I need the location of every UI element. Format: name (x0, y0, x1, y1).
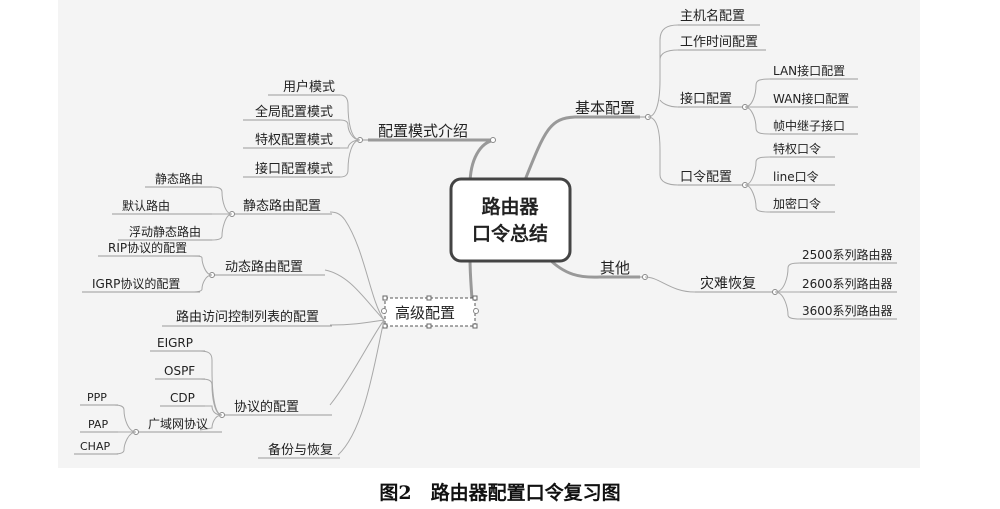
node-privileged-password[interactable]: 特权口令 (770, 141, 835, 158)
svg-text:广域网协议: 广域网协议 (148, 416, 208, 431)
node-hostname[interactable]: 主机名配置 (678, 8, 760, 26)
svg-text:接口配置: 接口配置 (680, 91, 732, 107)
node-privileged-mode[interactable]: 特权配置模式 (243, 132, 340, 149)
svg-text:配置模式介绍: 配置模式介绍 (378, 122, 468, 140)
svg-text:工作时间配置: 工作时间配置 (680, 35, 758, 50)
node-encrypt-password[interactable]: 加密口令 (770, 196, 835, 213)
node-disaster-recovery[interactable]: 灾难恢复 (695, 275, 778, 295)
node-3600-series[interactable]: 3600系列路由器 (800, 303, 897, 320)
node-static-route[interactable]: 静态路由 (145, 171, 212, 188)
figure-caption: 图2 路由器配置口令复习图 (379, 482, 621, 504)
svg-text:路由访问控制列表的配置: 路由访问控制列表的配置 (176, 309, 319, 325)
node-dynamic-route-config[interactable]: 动态路由配置 (209, 259, 326, 278)
node-ospf[interactable]: OSPF (155, 364, 205, 380)
node-floating-static-route[interactable]: 浮动静态路由 (118, 224, 212, 241)
svg-text:其他: 其他 (600, 259, 630, 277)
node-password[interactable]: 口令配置 (678, 170, 748, 188)
svg-text:特权配置模式: 特权配置模式 (255, 132, 333, 148)
topic-basic-label: 基本配置 (575, 99, 635, 117)
topic-mode-intro[interactable]: 配置模式介绍 (357, 122, 496, 143)
svg-text:帧中继子接口: 帧中继子接口 (773, 118, 845, 133)
svg-text:静态路由: 静态路由 (155, 171, 203, 186)
center-node[interactable]: 路由器 口令总结 (449, 177, 572, 263)
svg-text:line口令: line口令 (773, 169, 819, 184)
node-backup-restore[interactable]: 备份与恢复 (258, 442, 340, 459)
topic-other[interactable]: 其他 (598, 259, 648, 280)
node-global-mode[interactable]: 全局配置模式 (243, 104, 340, 121)
topic-advanced[interactable]: 高级配置 (381, 295, 479, 329)
node-line-password[interactable]: line口令 (770, 169, 835, 186)
svg-text:PAP: PAP (88, 418, 108, 431)
svg-text:动态路由配置: 动态路由配置 (225, 259, 303, 275)
topic-basic[interactable]: 基本配置 (573, 99, 651, 120)
node-lan-interface[interactable]: LAN接口配置 (770, 63, 858, 80)
svg-text:浮动静态路由: 浮动静态路由 (129, 224, 201, 239)
svg-text:2500系列路由器: 2500系列路由器 (802, 247, 893, 262)
svg-text:灾难恢复: 灾难恢复 (700, 275, 756, 292)
svg-text:LAN接口配置: LAN接口配置 (773, 63, 845, 78)
node-user-mode[interactable]: 用户模式 (268, 79, 340, 96)
svg-text:2600系列路由器: 2600系列路由器 (802, 276, 893, 291)
node-chap[interactable]: CHAP (74, 440, 118, 455)
svg-text:加密口令: 加密口令 (773, 196, 821, 211)
node-cdp[interactable]: CDP (160, 391, 205, 407)
svg-text:备份与恢复: 备份与恢复 (268, 442, 333, 458)
svg-text:用户模式: 用户模式 (283, 79, 335, 95)
node-wan-protocol[interactable]: 广域网协议 (133, 416, 223, 435)
svg-text:RIP协议的配置: RIP协议的配置 (108, 240, 187, 255)
node-default-route[interactable]: 默认路由 (112, 198, 212, 215)
center-title-line2: 口令总结 (472, 222, 548, 245)
svg-text:OSPF: OSPF (164, 364, 195, 378)
node-protocol-config[interactable]: 协议的配置 (219, 399, 333, 418)
center-title-line1: 路由器 (481, 195, 539, 218)
svg-text:特权口令: 特权口令 (773, 141, 821, 156)
svg-text:3600系列路由器: 3600系列路由器 (802, 303, 893, 318)
node-frame-relay-subif[interactable]: 帧中继子接口 (770, 118, 858, 135)
node-ppp[interactable]: PPP (80, 391, 118, 406)
svg-text:IGRP协议的配置: IGRP协议的配置 (92, 276, 180, 291)
svg-text:默认路由: 默认路由 (122, 198, 170, 213)
svg-text:WAN接口配置: WAN接口配置 (773, 91, 849, 106)
svg-text:静态路由配置: 静态路由配置 (243, 198, 321, 214)
svg-text:CHAP: CHAP (80, 440, 110, 453)
node-igrp-config[interactable]: IGRP协议的配置 (82, 276, 200, 293)
svg-text:主机名配置: 主机名配置 (680, 8, 745, 24)
svg-text:协议的配置: 协议的配置 (234, 399, 299, 415)
svg-text:口令配置: 口令配置 (680, 170, 732, 185)
node-2600-series[interactable]: 2600系列路由器 (800, 276, 897, 293)
svg-text:EIGRP: EIGRP (157, 336, 193, 350)
svg-text:PPP: PPP (87, 391, 107, 404)
node-wan-interface[interactable]: WAN接口配置 (770, 91, 858, 108)
svg-text:全局配置模式: 全局配置模式 (255, 104, 333, 120)
node-worktime[interactable]: 工作时间配置 (678, 35, 766, 51)
svg-text:接口配置模式: 接口配置模式 (255, 161, 333, 177)
node-pap[interactable]: PAP (80, 418, 118, 433)
node-eigrp[interactable]: EIGRP (150, 336, 205, 352)
node-2500-series[interactable]: 2500系列路由器 (800, 247, 897, 264)
node-static-route-config[interactable]: 静态路由配置 (229, 198, 333, 217)
svg-text:CDP: CDP (170, 391, 195, 405)
node-interface[interactable]: 接口配置 (678, 91, 748, 110)
svg-text:高级配置: 高级配置 (395, 304, 455, 322)
node-interface-mode[interactable]: 接口配置模式 (243, 161, 340, 178)
main-branch-basic (523, 115, 640, 181)
node-acl-config[interactable]: 路由访问控制列表的配置 (162, 309, 332, 327)
node-rip-config[interactable]: RIP协议的配置 (98, 240, 200, 257)
